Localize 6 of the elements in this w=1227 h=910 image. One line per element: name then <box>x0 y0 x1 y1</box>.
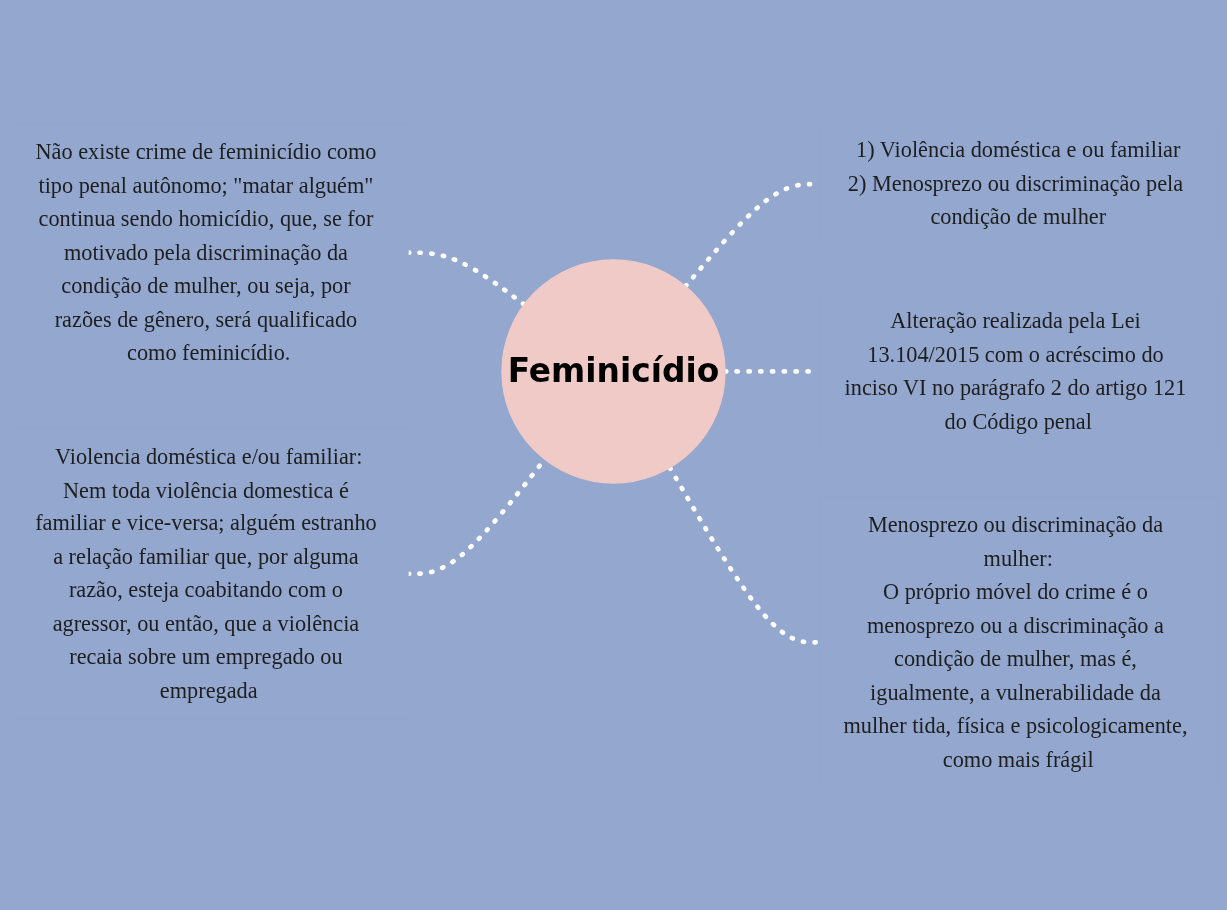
node-text: Não existe crime de feminicídio como tipo penal autônomo; "matar alguém" continua sendo homicídio, que, se for motivado pela discriminação da condição de mulher, ou seja, por razões de gênero, será qualificado como feminicídio. <box>35 139 377 365</box>
node-text: Violencia doméstica e/ou familiar: Nem toda violência domestica é familiar e vice-versa; alguém estranho a relação familiar que, por alguma razão, esteja coabitando com o agressor, ou então, que a violência recaia sobre um empregado ou empregada <box>35 443 377 703</box>
node-text: Menosprezo ou discriminação da mulher: O próprio móvel do crime é o menosprezo ou a discriminação a condição de mulher, mas é, igualmente, a vulnerabilidade da mulher tida, física e psicologicamente, como mais frágil <box>843 512 1188 771</box>
node-circle: Feminicídio <box>501 259 726 484</box>
node-text: Alteração realizada pela Lei 13.104/2015 com o acréscimo do inciso VI no parágrafo 2 do artigo 121 do Código penal <box>844 308 1187 434</box>
node-text: 1) Violência doméstica e ou familiar 2) Menosprezo ou discriminação pela condição de mulher <box>847 137 1184 229</box>
